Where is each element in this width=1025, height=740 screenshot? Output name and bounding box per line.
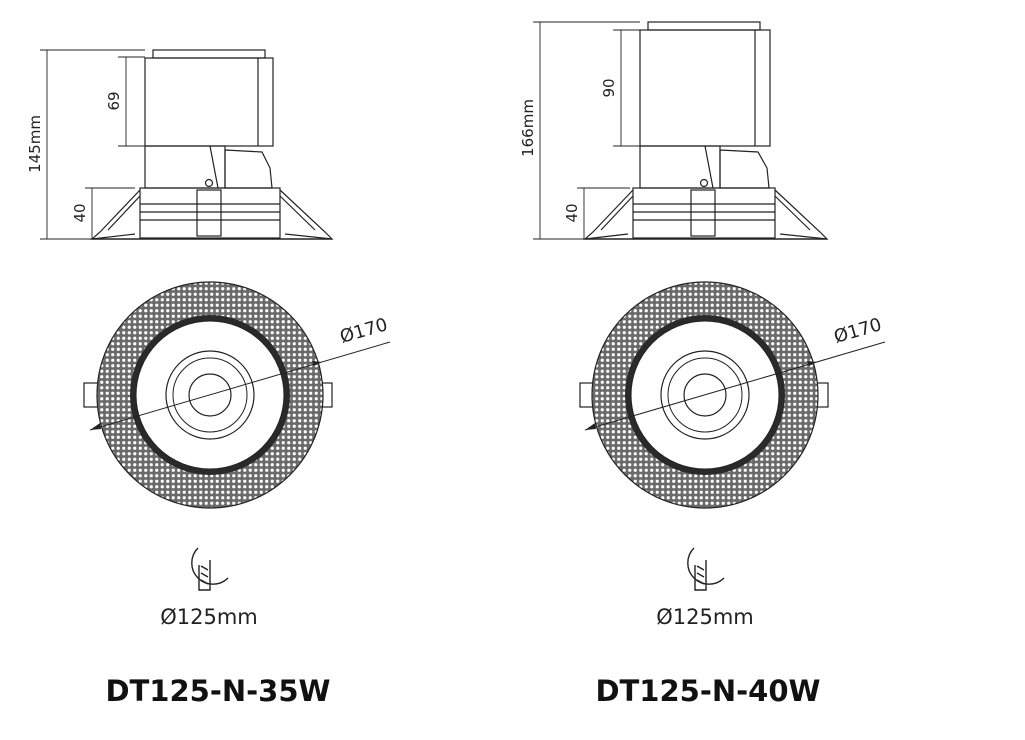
side-view-1: [40, 49, 334, 240]
cutout-icon-1: [191, 547, 229, 591]
diameter-label-2: Ø170: [832, 314, 884, 348]
body-label-1: 69: [105, 91, 123, 110]
trim-label-1: 40: [71, 203, 89, 222]
trim-label-2: 40: [563, 203, 581, 222]
body-label-2: 90: [600, 78, 618, 97]
cutout-label-2: Ø125mm: [656, 605, 754, 629]
height-label-1: 145mm: [26, 115, 44, 173]
diameter-label-1: Ø170: [338, 314, 390, 348]
product-2: 166mm 90 40 Ø170 Ø125mm DT125-N-40W: [519, 21, 886, 708]
front-view-2: [579, 281, 886, 509]
cutout-icon-2: [687, 547, 725, 591]
model-label-2: DT125-N-40W: [595, 674, 820, 708]
side-view-2: [533, 21, 829, 240]
front-view-1: [83, 281, 391, 509]
height-label-2: 166mm: [519, 99, 537, 157]
cutout-label-1: Ø125mm: [160, 605, 258, 629]
product-1: 145mm 69 40 Ø170 Ø125mm DT125-N-35W: [26, 49, 391, 708]
model-label-1: DT125-N-35W: [105, 674, 330, 708]
